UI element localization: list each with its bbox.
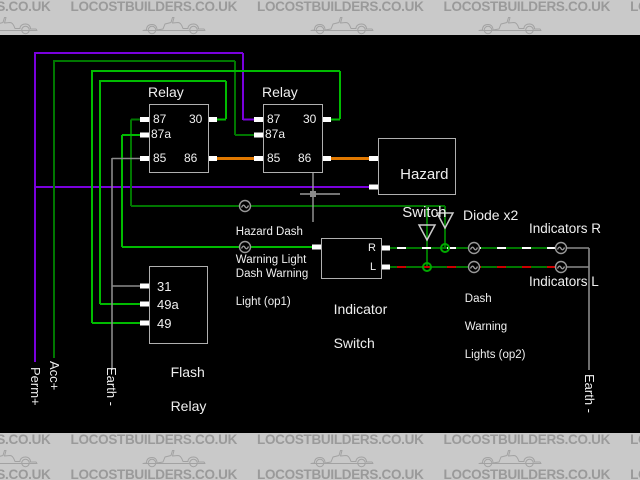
car-sketch-icon — [142, 450, 206, 468]
watermark-text: LOCOSTBUILDERS.CO.UK — [257, 0, 424, 14]
relay-left-terminal-85: 85 — [153, 151, 167, 165]
flash-relay-terminal-49a: 49a — [157, 297, 179, 312]
hazard-switch-label: Hazard Switch — [378, 146, 454, 241]
watermark-car-row — [0, 13, 640, 35]
rail-earth-right-label: Earth - — [582, 374, 597, 414]
relay-right-box — [263, 104, 323, 173]
car-sketch-icon — [0, 450, 38, 468]
indicator-switch-box — [321, 238, 382, 279]
op1-feed-wire — [121, 134, 313, 248]
watermark-text: LOCOSTBUILDERS.CO.UK — [257, 467, 424, 480]
indicators-r-label: Indicators R — [529, 221, 602, 236]
watermark-text: LOCOSTBUILDERS.CO.UK — [630, 433, 640, 447]
relay-right-title: Relay — [262, 84, 298, 100]
diode-icon — [417, 212, 455, 242]
rail-acc-plus-label: Acc+ — [47, 361, 62, 391]
car-sketch-icon — [478, 17, 542, 35]
rail-earth-left-label: Earth - — [104, 367, 119, 407]
watermark-text: LOCOSTBUILDERS.CO.UK — [70, 433, 238, 447]
lamp-symbols — [238, 199, 568, 274]
junction-node-icon — [422, 243, 450, 272]
indicator-switch-l-label: L — [370, 261, 377, 273]
relay-right-terminal-30: 30 — [303, 112, 317, 126]
relay-right-terminal-86: 86 — [298, 151, 312, 165]
watermark-text: LOCOSTBUILDERS.CO.UK — [70, 467, 238, 480]
indicator-switch-label-line1: Indicator — [333, 301, 388, 317]
dash-warning-op2-label: Dash Warning Lights (op2) — [452, 278, 526, 376]
watermark-text: LOCOSTBUILDERS.CO.UK — [630, 0, 640, 14]
car-sketch-icon — [614, 14, 640, 35]
dash-warning-op1-label: Dash Warning Light (op1) — [223, 253, 308, 323]
watermark-text: LOCOSTBUILDERS.CO.UK — [257, 433, 424, 447]
hazard-dash-warning-line1: Hazard Dash — [235, 226, 303, 238]
watermark-text-row: LOCOSTBUILDERS.CO.UK LOCOSTBUILDERS.CO.U… — [0, 0, 640, 13]
hazard-dash-warning-label: Hazard Dash Warning Light — [223, 211, 307, 281]
flash-relay-label: Flash Relay — [155, 347, 207, 432]
rail-perm-plus-label: Perm+ — [28, 367, 43, 406]
op2-left-lamp-icon — [467, 260, 481, 274]
indicator-switch-label-line2: Switch — [333, 335, 375, 351]
dash-warning-op1-lamp-icon — [238, 240, 252, 254]
indicators-right-lamp-icon — [554, 241, 568, 255]
hazard-dash-warning-lamp-icon — [238, 199, 252, 213]
relay-right-terminal-85: 85 — [267, 151, 281, 165]
diode-label: Diode x2 — [463, 207, 519, 223]
flash-relay-box — [149, 266, 208, 344]
watermark-text: LOCOSTBUILDERS.CO.UK — [0, 433, 51, 447]
relay-right-terminal-87: 87 — [267, 112, 281, 126]
watermark-text: LOCOSTBUILDERS.CO.UK — [70, 0, 238, 14]
watermark-text: LOCOSTBUILDERS.CO.UK — [630, 467, 640, 480]
watermark-text-row: LOCOSTBUILDERS.CO.UK LOCOSTBUILDERS.CO.U… — [0, 433, 640, 446]
car-sketch-icon — [478, 450, 542, 468]
relay-left-box — [149, 104, 209, 173]
car-sketch-icon — [0, 17, 38, 35]
dash-warning-op2-line1: Dash — [464, 293, 492, 305]
flash-relay-label-line2: Relay — [170, 398, 207, 414]
relay-right-terminal-87a: 87a — [265, 127, 286, 141]
watermark-text-row: LOCOSTBUILDERS.CO.UK LOCOSTBUILDERS.CO.U… — [0, 468, 640, 480]
car-sketch-icon — [310, 17, 374, 35]
flash-relay-terminal-31: 31 — [157, 279, 172, 294]
car-sketch-icon — [614, 447, 640, 468]
flash-relay-label-line1: Flash — [170, 364, 205, 380]
watermark-car-row — [0, 446, 640, 468]
hazard-dash-warning-line2: Warning Light — [235, 254, 307, 266]
indicators-left-lamp-icon — [554, 260, 568, 274]
hazard-switch-label-line2: Switch — [402, 204, 447, 221]
watermark-text: LOCOSTBUILDERS.CO.UK — [443, 0, 611, 14]
acc-plus-wire — [53, 60, 254, 358]
flasher-wires — [91, 70, 341, 324]
relay-left-terminal-87: 87 — [153, 112, 167, 126]
watermark-text: LOCOSTBUILDERS.CO.UK — [443, 433, 611, 447]
watermark-text: LOCOSTBUILDERS.CO.UK — [0, 467, 51, 480]
dash-warning-op2-line2: Warning — [464, 321, 508, 333]
dash-warning-op2-line3: Lights (op2) — [464, 349, 526, 361]
car-sketch-icon — [310, 450, 374, 468]
car-sketch-icon — [142, 17, 206, 35]
relay-left-terminal-30: 30 — [189, 112, 203, 126]
op2-right-lamp-icon — [467, 241, 481, 255]
indicator-switch-label: Indicator Switch — [318, 284, 388, 369]
watermark-text: LOCOSTBUILDERS.CO.UK — [443, 467, 611, 480]
indicators-l-label: Indicators L — [529, 274, 599, 289]
terminal-stubs — [140, 117, 390, 326]
crosshair-cursor-icon — [300, 173, 340, 222]
dash-warning-op1-line2: Light (op1) — [235, 296, 291, 308]
relay-left-terminal-87a: 87a — [151, 127, 172, 141]
indicator-switch-r-label: R — [368, 242, 376, 254]
dash-warning-op1-line1: Dash Warning — [235, 268, 309, 280]
watermark-banner-top: LOCOSTBUILDERS.CO.UK LOCOSTBUILDERS.CO.U… — [0, 0, 640, 35]
flash-relay-terminal-49: 49 — [157, 316, 172, 331]
watermark-text: LOCOSTBUILDERS.CO.UK — [0, 0, 51, 14]
watermark-banner-bottom: LOCOSTBUILDERS.CO.UK LOCOSTBUILDERS.CO.U… — [0, 433, 640, 480]
hazard-switch-label-line1: Hazard — [400, 166, 449, 183]
earth-wires — [111, 157, 590, 370]
relay-left-terminal-86: 86 — [184, 151, 198, 165]
relay-left-title: Relay — [148, 84, 184, 100]
hazard-switch-box — [378, 138, 456, 195]
